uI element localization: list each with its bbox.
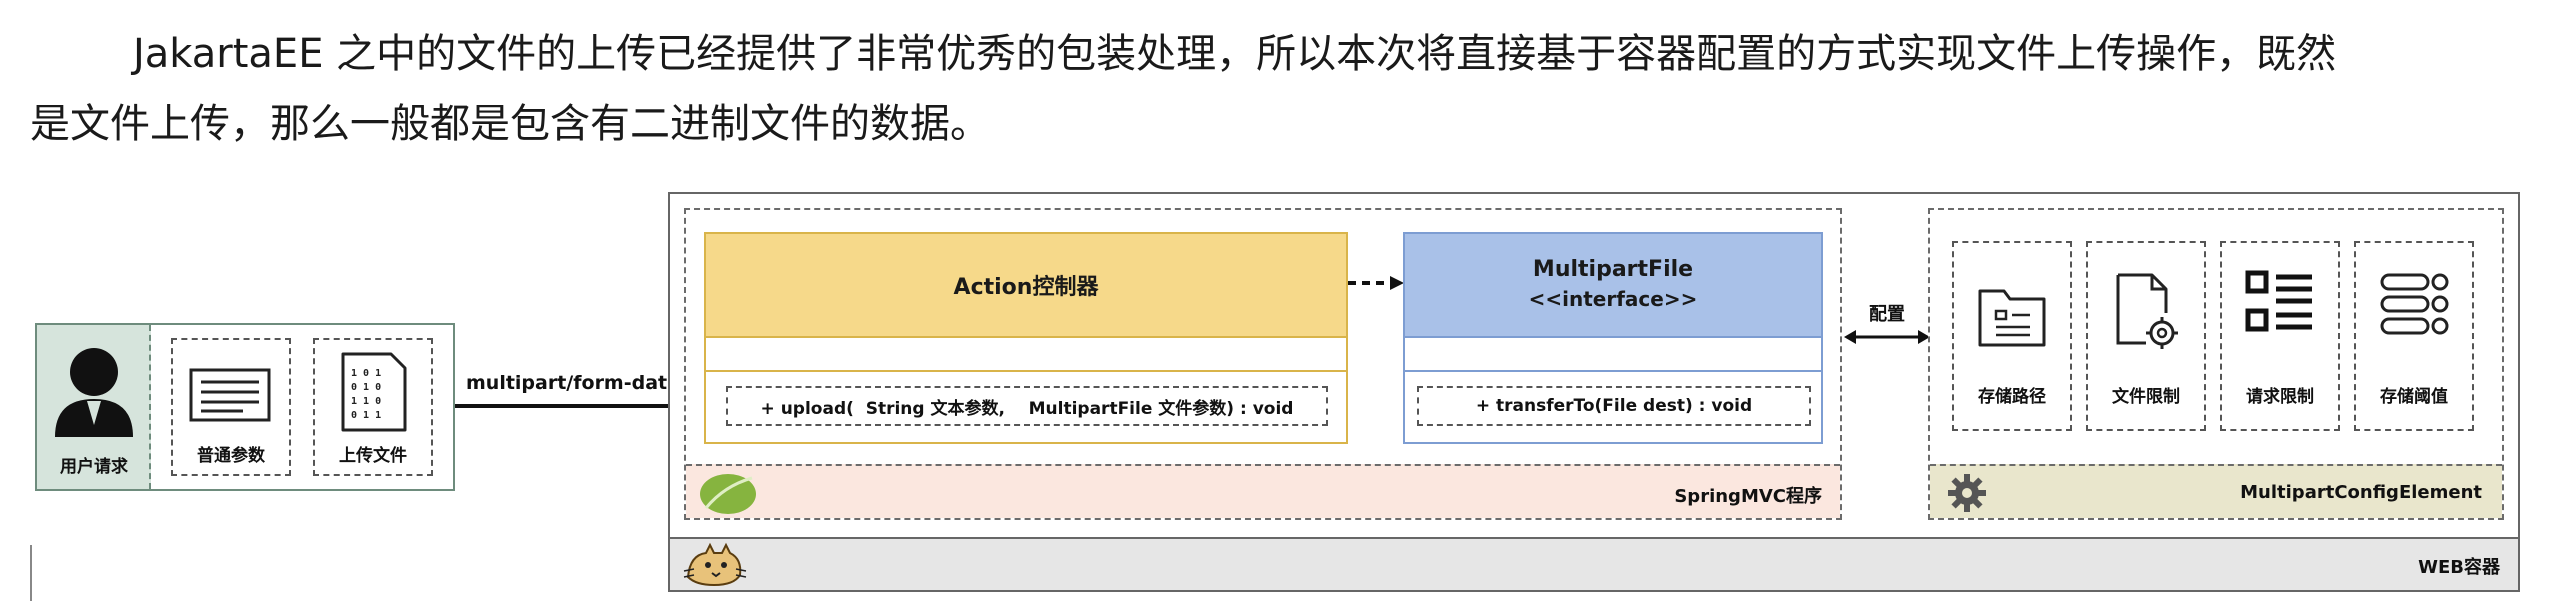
folder-document-icon: [1978, 289, 2046, 347]
multipart-config-footer: MultipartConfigElement: [1930, 464, 2502, 518]
request-arrow-label: multipart/form-data: [466, 372, 680, 394]
springmvc-footer: SpringMVC程序: [686, 464, 1840, 518]
binary-file-icon: 1 0 1 0 1 0 1 1 0 0 1 1: [341, 352, 407, 432]
normal-param-box: 普通参数: [171, 338, 291, 476]
action-controller-class: Action控制器 + upload( String 文本参数, Multipa…: [704, 232, 1348, 444]
multipart-file-stereotype: <<interface>>: [1528, 287, 1698, 311]
upload-file-box: 1 0 1 0 1 0 1 1 0 0 1 1 上传文件: [313, 338, 433, 476]
multipart-file-attrs: [1405, 338, 1821, 372]
tomcat-icon: [683, 542, 747, 587]
svg-text:1 1 0: 1 1 0: [351, 396, 381, 407]
config-item-request-limit: 请求限制: [2220, 241, 2340, 431]
config-label: 配置: [1869, 304, 1905, 325]
config-item-label: 请求限制: [2246, 386, 2314, 407]
springmvc-label: SpringMVC程序: [1674, 486, 1822, 507]
svg-text:1 0 1: 1 0 1: [351, 368, 381, 379]
transfer-method: + transferTo(File dest) : void: [1475, 396, 1753, 416]
web-container-footer: WEB容器: [670, 537, 2518, 590]
upload-file-label: 上传文件: [339, 445, 407, 466]
dependency-arrow: [1348, 276, 1404, 290]
transfer-method-box: + transferTo(File dest) : void: [1417, 386, 1811, 426]
multipart-file-header: MultipartFile <<interface>>: [1405, 234, 1821, 338]
multipart-config-label: MultipartConfigElement: [2240, 482, 2482, 503]
action-controller-header: Action控制器: [706, 234, 1346, 338]
action-controller-title: Action控制器: [953, 275, 1099, 300]
svg-text:0 1 0: 0 1 0: [351, 382, 381, 393]
config-double-arrow: [1844, 330, 1930, 344]
config-item-storage-path: 存储路径: [1952, 241, 2072, 431]
document-icon: [189, 368, 271, 422]
normal-param-label: 普通参数: [197, 445, 265, 466]
multipart-file-title: MultipartFile: [1532, 256, 1694, 282]
config-item-storage-threshold: 存储阈值: [2354, 241, 2474, 431]
config-item-label: 文件限制: [2112, 386, 2180, 407]
config-item-label: 存储路径: [1978, 386, 2046, 407]
config-item-label: 存储阈值: [2380, 386, 2448, 407]
margin-marker: [30, 545, 32, 601]
spring-leaf-icon: [700, 474, 756, 514]
upload-method-box: + upload( String 文本参数, MultipartFile 文件参…: [726, 386, 1328, 426]
user-request-cell: 用户请求: [37, 325, 151, 489]
upload-method: + upload( String 文本参数, MultipartFile 文件参…: [760, 398, 1294, 419]
user-icon: [55, 348, 133, 437]
paragraph-line-2: 是文件上传，那么一般都是包含有二进制文件的数据。: [30, 101, 990, 147]
action-controller-attrs: [706, 338, 1346, 372]
gear-icon: [1948, 474, 1986, 512]
user-request-label: 用户请求: [60, 456, 128, 477]
multipart-file-interface: MultipartFile <<interface>> + transferTo…: [1403, 232, 1823, 444]
storage-threshold-icon: [2380, 273, 2449, 335]
web-container-label: WEB容器: [2418, 557, 2500, 578]
file-settings-icon: [2116, 273, 2178, 349]
config-item-file-limit: 文件限制: [2086, 241, 2206, 431]
list-icon: [2245, 270, 2312, 332]
svg-text:0 1 1: 0 1 1: [351, 410, 381, 421]
paragraph-line-1: JakartaEE 之中的文件的上传已经提供了非常优秀的包装处理，所以本次将直接…: [133, 31, 2337, 77]
